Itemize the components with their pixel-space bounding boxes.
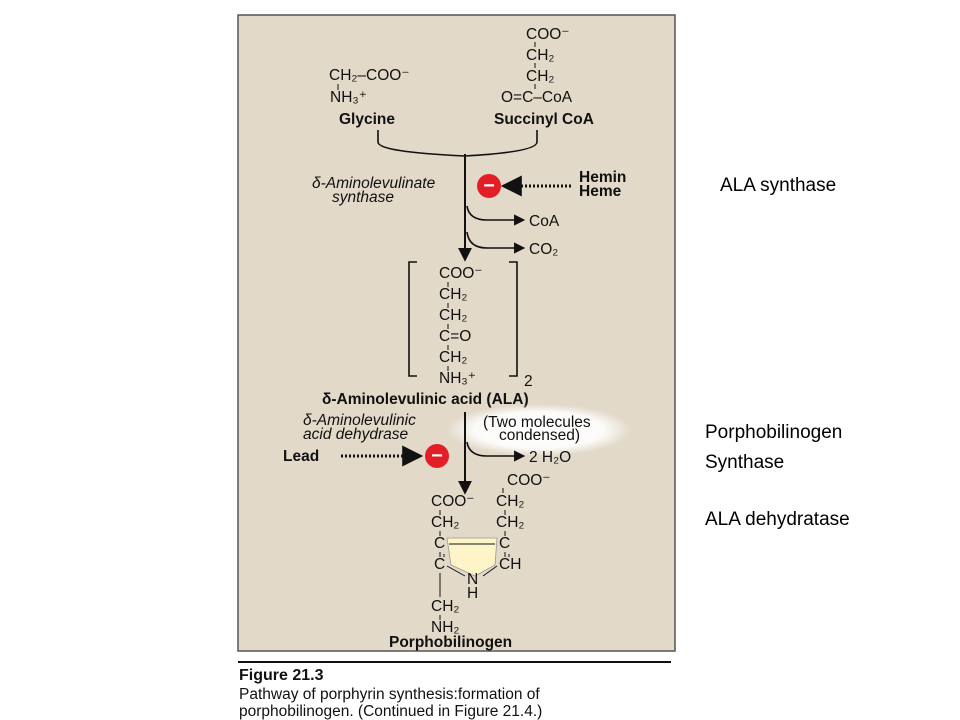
inhibitor-hemin: Hemin: [579, 169, 626, 186]
product-co2: CO₂: [529, 241, 558, 258]
ala-dehydratase-label: ALA dehydratase: [705, 509, 850, 530]
inhibitor-heme: Heme: [579, 183, 622, 200]
ala-line: CH₂: [439, 286, 467, 303]
pbg-ch2: CH₂: [496, 493, 524, 510]
pbg-ch2: CH₂: [431, 514, 459, 531]
caption-line2: porphobilinogen. (Continued in Figure 21…: [239, 703, 542, 720]
porphobilinogen-structure: COO⁻ COO⁻ CH₂ CH₂ CH₂ C C C CH N H CH₂ N…: [431, 472, 551, 636]
succinyl-line: O=C–CoA: [501, 89, 573, 106]
ala-line: CH₂: [439, 349, 467, 366]
pbg-amine: NH₂: [431, 619, 459, 636]
condensed-note-line1: (Two molecules: [483, 414, 591, 431]
pathway-figure: CH₂–COO⁻ NH₃⁺ Glycine COO⁻ CH₂ CH₂ O=C–C…: [237, 14, 676, 720]
note-highlight: [447, 404, 631, 456]
pbg-synthase-label-line2: Synthase: [705, 452, 785, 473]
ala-line: CH₂: [439, 307, 467, 324]
enzyme-ala-dehydrase-line2: acid dehydrase: [303, 426, 409, 443]
glycine-structure: CH₂–COO⁻ NH₃⁺ Glycine: [329, 67, 410, 128]
minus-sign: −: [431, 445, 443, 467]
pbg-carbon: C: [434, 556, 445, 573]
pbg-carbon: C: [434, 535, 445, 552]
minus-sign: −: [483, 175, 495, 197]
water-release-arrow: [466, 441, 526, 462]
glycine-label: Glycine: [339, 111, 395, 128]
enzyme-ala-synthase-line1: δ-Aminolevulinate: [312, 175, 436, 192]
enzyme-ala-dehydrase-line1: δ-Aminolevulinic: [303, 412, 416, 429]
succinyl-coa-structure: COO⁻ CH₂ CH₂ O=C–CoA Succinyl CoA: [494, 26, 594, 128]
inhibition-symbol-2: [425, 444, 449, 468]
pbg-ch: CH: [499, 556, 521, 573]
glycine-line1: CH₂–COO⁻: [329, 67, 410, 84]
product-coa: CoA: [529, 213, 560, 230]
ala-line: NH₃⁺: [439, 370, 476, 387]
ala-synthase-label: ALA synthase: [720, 175, 837, 196]
product-water: 2 H₂O: [529, 449, 571, 466]
pbg-ch2: CH₂: [431, 598, 459, 615]
succinyl-coa-label: Succinyl CoA: [494, 111, 594, 128]
pbg-hydrogen: H: [467, 585, 478, 602]
coa-release-arrow: [466, 205, 526, 226]
inhibitor-lead: Lead: [283, 448, 319, 465]
glycine-line2: NH₃⁺: [330, 89, 367, 106]
figure-number: Figure 21.3: [239, 667, 324, 684]
pyrrole-ring-fill: [446, 537, 498, 577]
pbg-ch2: CH₂: [496, 514, 524, 531]
ala-line: C=O: [439, 328, 471, 345]
condensed-note-line2: condensed): [499, 427, 580, 444]
succinyl-line: CH₂: [526, 68, 554, 85]
ala-label: δ-Aminolevulinic acid (ALA): [322, 391, 529, 408]
co2-release-arrow: [466, 231, 526, 254]
porphobilinogen-label: Porphobilinogen: [389, 634, 512, 651]
pbg-synthase-label-line1: Porphobilinogen: [705, 422, 843, 443]
merge-lines: [377, 130, 538, 157]
inhibition-symbol-1: [477, 174, 501, 198]
succinyl-line: CH₂: [526, 47, 554, 64]
enzyme-ala-synthase-line2: synthase: [332, 189, 394, 206]
succinyl-line: COO⁻: [526, 26, 570, 43]
ala-line: COO⁻: [439, 265, 483, 282]
ala-subscript: 2: [524, 373, 533, 390]
pbg-left-carboxyl: COO⁻: [431, 493, 475, 510]
ala-structure: COO⁻ CH₂ CH₂ C=O CH₂ NH₃⁺ 2: [408, 261, 533, 390]
pbg-right-carboxyl: COO⁻: [507, 472, 551, 489]
pbg-carbon: C: [499, 535, 510, 552]
pbg-nitrogen: N: [467, 571, 478, 588]
caption-line1: Pathway of porphyrin synthesis:formation…: [239, 686, 540, 703]
